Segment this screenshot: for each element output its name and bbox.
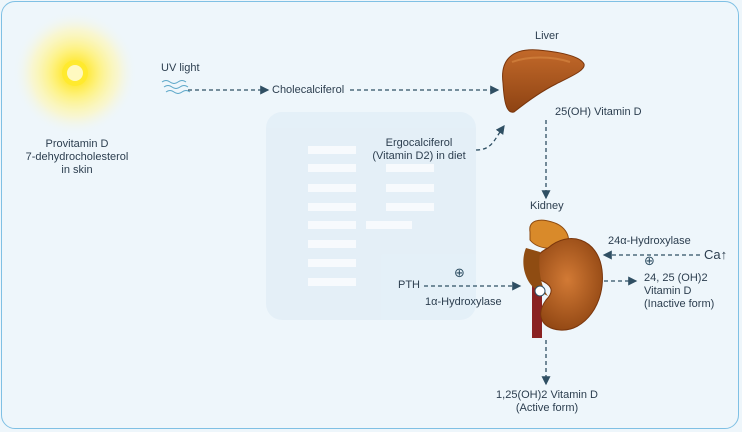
provitamin-label: Provitamin D 7-dehydrocholesterol in ski…: [22, 138, 132, 177]
pth-label: PTH: [398, 279, 420, 291]
provitamin-line-1: Provitamin D: [45, 138, 109, 150]
uv-light-label: UV light: [161, 62, 200, 74]
inactive-line-1: 24, 25 (OH)2: [644, 272, 708, 284]
uv-waves-icon: [161, 80, 191, 94]
pathway-arrows: [188, 85, 700, 386]
kidney-label: Kidney: [530, 200, 564, 212]
ergocalciferol-label: Ergocalciferol (Vitamin D2) in diet: [362, 137, 476, 163]
calcium-label: Ca↑: [704, 248, 727, 261]
inactive-line-3: (Inactive form): [644, 298, 715, 310]
provitamin-line-2: 7-dehydrocholesterol: [25, 151, 129, 163]
calcium-text: Ca: [704, 247, 721, 262]
24a-hydroxylase-label: 24α-Hydroxylase: [608, 235, 691, 247]
cholecalciferol-label: Cholecalciferol: [272, 84, 345, 96]
inactive-line-2: Vitamin D: [644, 285, 692, 297]
liver-label: Liver: [535, 30, 559, 42]
ergocalciferol-line-1: Ergocalciferol: [385, 137, 453, 149]
provitamin-line-3: in skin: [61, 164, 93, 176]
inactive-form-label: 24, 25 (OH)2 Vitamin D (Inactive form): [644, 272, 714, 311]
plus-24a-icon: ⊕: [644, 253, 655, 268]
1a-hydroxylase-label: 1α-Hydroxylase: [425, 296, 502, 308]
active-line-2: (Active form): [515, 402, 579, 414]
active-line-1: 1,25(OH)2 Vitamin D: [496, 389, 598, 401]
25oh-vitamin-d-label: 25(OH) Vitamin D: [555, 106, 642, 118]
kidney-icon: [523, 219, 603, 338]
background-document-illustration: [266, 112, 476, 320]
active-form-label: 1,25(OH)2 Vitamin D (Active form): [482, 389, 612, 415]
arrow-ergocalciferol-to-liver: [475, 124, 505, 151]
liver-icon: [502, 49, 585, 113]
plus-pth-icon: ⊕: [454, 265, 465, 280]
up-arrow-icon: ↑: [720, 247, 728, 262]
sun-icon: [13, 11, 137, 135]
ergocalciferol-line-2: (Vitamin D2) in diet: [372, 150, 466, 162]
